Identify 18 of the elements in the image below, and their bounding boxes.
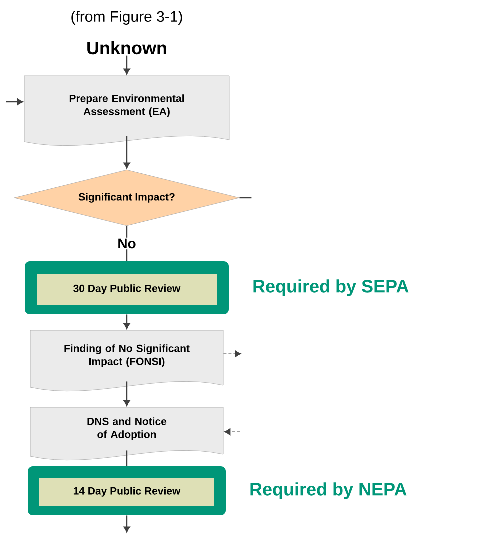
- arrow: [124, 382, 130, 406]
- start-label: Unknown: [88, 41, 166, 55]
- arrow: [223, 350, 242, 358]
- arrow: [124, 56, 130, 75]
- arrow: [124, 136, 130, 169]
- document-box: DNS and Notice of Adoption: [30, 407, 224, 460]
- note-text: (from Figure 3-1): [72, 11, 182, 25]
- process-box: 30 Day Public Review: [37, 274, 217, 305]
- side-note: Required by SEPA: [254, 280, 409, 296]
- process-box: 14 Day Public Review: [40, 478, 214, 506]
- arrow: [6, 98, 24, 106]
- edge-label: No: [116, 238, 138, 250]
- arrow: [224, 428, 240, 436]
- arrow: [124, 516, 130, 533]
- side-note: Required by NEPA: [250, 482, 407, 500]
- document-box: Finding of No Significant Impact (FONSI): [30, 330, 224, 392]
- arrow: [124, 314, 130, 330]
- document-box: Prepare Environmental Assessment (EA): [24, 76, 230, 146]
